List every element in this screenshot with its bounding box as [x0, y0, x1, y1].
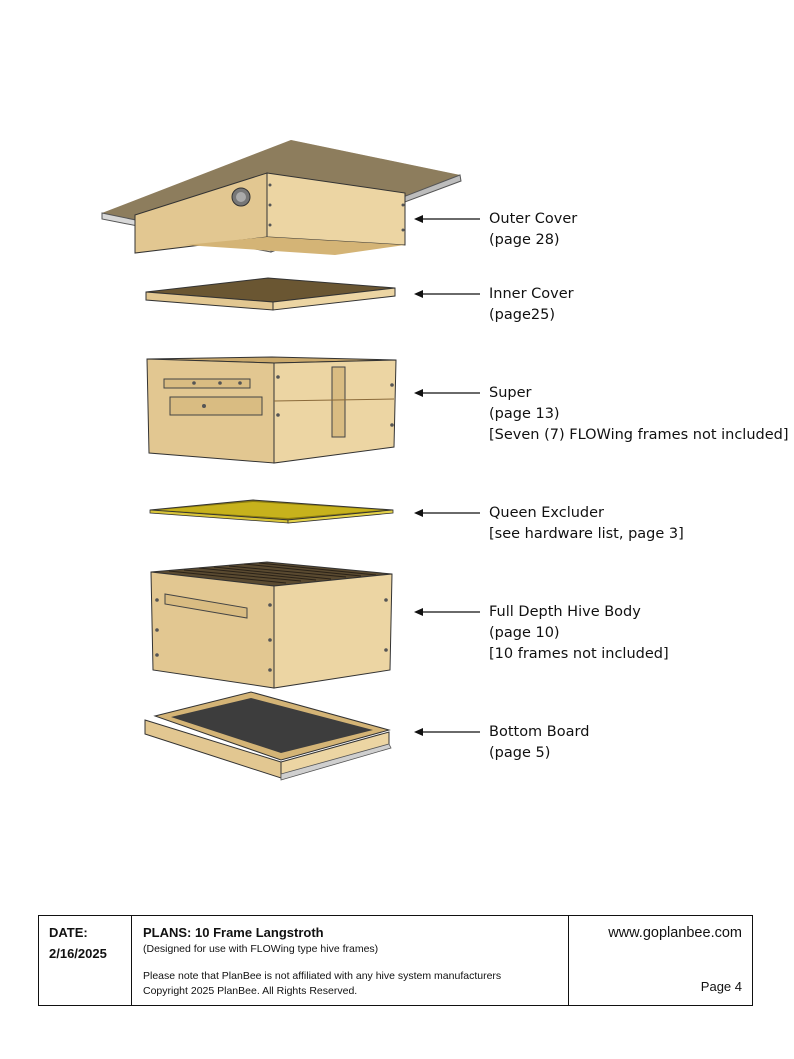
page-number: Page 4 [700, 979, 742, 994]
inner-cover-illustration [145, 277, 396, 311]
outer-cover-illustration [101, 140, 462, 255]
super-arrow-icon [414, 389, 480, 397]
date-cell: DATE: 2/16/2025 [39, 916, 132, 1005]
plans-subtitle: (Designed for use with FLOWing type hive… [143, 943, 379, 955]
super-label: Super (page 13) [Seven (7) FLOWing frame… [489, 385, 789, 443]
queen-excluder-arrow-icon [414, 509, 480, 517]
queen-excluder-label: Queen Excluder [see hardware list, page … [489, 505, 684, 542]
hive-body-arrow-icon [414, 608, 480, 616]
plans-title: PLANS: 10 Frame Langstroth [143, 925, 324, 940]
disclaimer-text: Please note that PlanBee is not affiliat… [143, 970, 502, 982]
title-block: DATE: 2/16/2025 PLANS: 10 Frame Langstro… [38, 915, 753, 1006]
hive-body-illustration [150, 561, 393, 689]
hive-body-label: Full Depth Hive Body (page 10) [10 frame… [489, 604, 669, 662]
queen-excluder-illustration [149, 499, 394, 524]
super-illustration [146, 356, 397, 464]
outer-cover-arrow-icon [414, 215, 480, 223]
bottom-board-arrow-icon [414, 728, 480, 736]
plans-cell: PLANS: 10 Frame Langstroth (Designed for… [131, 916, 569, 1005]
bottom-board-illustration [144, 691, 392, 781]
inner-cover-arrow-icon [414, 290, 480, 298]
inner-cover-label: Inner Cover (page25) [489, 286, 574, 323]
copyright-text: Copyright 2025 PlanBee. All Rights Reser… [143, 985, 358, 997]
date-label: DATE: [49, 925, 88, 940]
bottom-board-label: Bottom Board (page 5) [489, 724, 590, 761]
outer-cover-label: Outer Cover (page 28) [489, 211, 578, 248]
website-cell: www.goplanbee.com Page 4 [568, 916, 752, 1005]
date-value: 2/16/2025 [49, 946, 107, 961]
website-link[interactable]: www.goplanbee.com [608, 925, 742, 941]
